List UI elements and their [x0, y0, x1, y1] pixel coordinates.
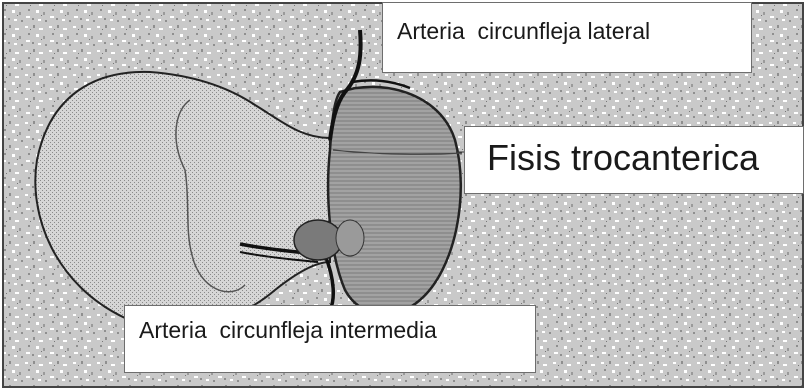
- label-fisis-trocanterica: Fisis trocanterica: [464, 126, 804, 194]
- label-arteria-circunfleja-intermedia: Arteria circunfleja intermedia: [124, 305, 536, 373]
- label-arteria-circunfleja-lateral: Arteria circunfleja lateral: [382, 2, 752, 73]
- intermedia-node-2: [336, 220, 364, 256]
- intermedia-node: [294, 220, 342, 260]
